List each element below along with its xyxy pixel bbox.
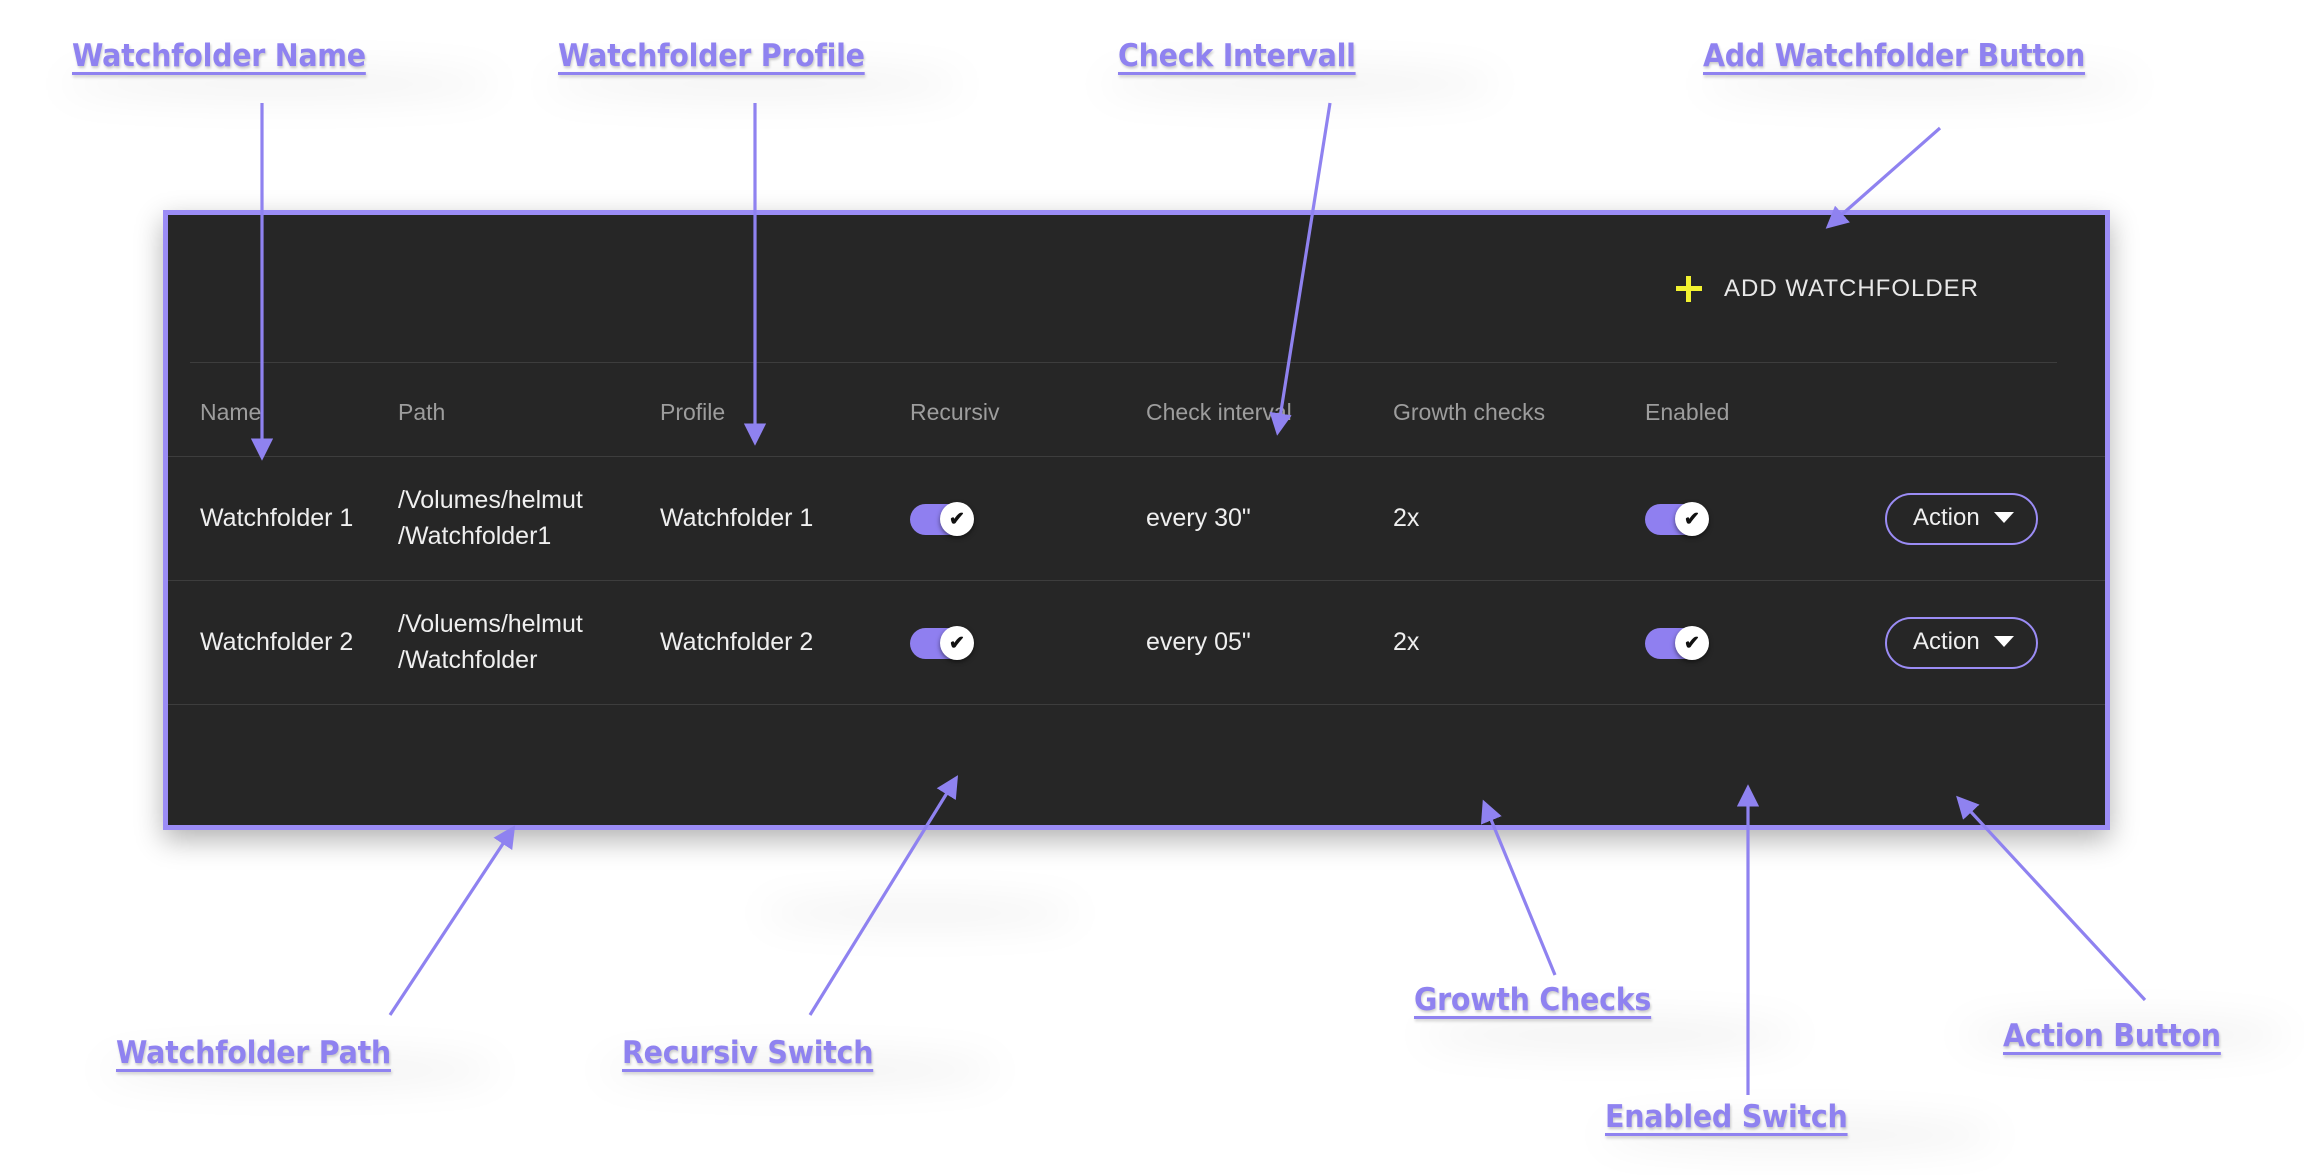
cell-enabled: ✔ bbox=[1645, 456, 1885, 581]
column-header-enabled: Enabled bbox=[1645, 363, 1885, 457]
cell-path: /Volumes/helmut /Watchfolder1 bbox=[398, 456, 660, 581]
cell-enabled: ✔ bbox=[1645, 580, 1885, 705]
annotation-watchfolder-name: Watchfolder Name bbox=[72, 38, 366, 74]
check-icon: ✔ bbox=[940, 502, 974, 537]
cell-profile: Watchfolder 2 bbox=[660, 580, 910, 705]
column-header-action bbox=[1885, 363, 2105, 457]
chevron-down-icon bbox=[1993, 636, 2014, 647]
background-blur-blob bbox=[1700, 70, 2140, 98]
cell-check-interval: every 05" bbox=[1146, 580, 1393, 705]
recursiv-switch[interactable]: ✔ bbox=[910, 626, 974, 661]
recursiv-switch[interactable]: ✔ bbox=[910, 502, 974, 537]
cell-recursiv: ✔ bbox=[910, 456, 1146, 581]
background-blur-blob bbox=[1600, 1120, 2000, 1150]
enabled-switch[interactable]: ✔ bbox=[1645, 626, 1709, 661]
action-button[interactable]: Action bbox=[1885, 492, 2038, 545]
column-header-profile: Profile bbox=[660, 363, 910, 457]
cell-name: Watchfolder 2 bbox=[168, 580, 398, 705]
chevron-down-icon bbox=[1993, 512, 2014, 523]
action-button[interactable]: Action bbox=[1885, 616, 2038, 669]
annotation-watchfolder-profile: Watchfolder Profile bbox=[558, 38, 865, 74]
watchfolder-panel: ADD WATCHFOLDER Name Path Profile Recurs… bbox=[163, 210, 2110, 830]
annotation-add-watchfolder-button: Add Watchfolder Button bbox=[1703, 38, 2086, 74]
cell-action: Action bbox=[1885, 580, 2105, 705]
cell-path: /Voluems/helmut /Watchfolder bbox=[398, 580, 660, 705]
table-header-row: Name Path Profile Recursiv Check interva… bbox=[168, 363, 2105, 457]
column-header-growth-checks: Growth checks bbox=[1393, 363, 1645, 457]
annotation-growth-checks: Growth Checks bbox=[1414, 982, 1652, 1018]
background-blur-blob bbox=[1100, 70, 1500, 98]
check-icon: ✔ bbox=[940, 626, 974, 661]
table-row: Watchfolder 1 /Volumes/helmut /Watchfold… bbox=[168, 456, 2105, 581]
background-blur-blob bbox=[1420, 1020, 1800, 1050]
enabled-switch[interactable]: ✔ bbox=[1645, 502, 1709, 537]
column-header-check-interval: Check interval bbox=[1146, 363, 1393, 457]
check-icon: ✔ bbox=[1675, 626, 1709, 661]
table-row: Watchfolder 2 /Voluems/helmut /Watchfold… bbox=[168, 580, 2105, 705]
cell-recursiv: ✔ bbox=[910, 580, 1146, 705]
panel-toolbar: ADD WATCHFOLDER bbox=[168, 215, 2105, 363]
cell-name: Watchfolder 1 bbox=[168, 456, 398, 581]
add-watchfolder-button[interactable]: ADD WATCHFOLDER bbox=[1666, 267, 1989, 311]
annotation-check-intervall: Check Intervall bbox=[1118, 38, 1356, 74]
cell-growth-checks: 2x bbox=[1393, 580, 1645, 705]
action-button-label: Action bbox=[1913, 503, 1980, 531]
table-header: Name Path Profile Recursiv Check interva… bbox=[168, 363, 2105, 457]
column-header-name: Name bbox=[168, 363, 398, 457]
background-blur-blob bbox=[1960, 1020, 2290, 1050]
column-header-path: Path bbox=[398, 363, 660, 457]
check-icon: ✔ bbox=[1675, 502, 1709, 537]
action-button-label: Action bbox=[1913, 627, 1980, 655]
cell-growth-checks: 2x bbox=[1393, 456, 1645, 581]
background-blur-blob bbox=[545, 70, 965, 98]
background-blur-blob bbox=[100, 1055, 500, 1085]
background-blur-blob bbox=[600, 1055, 1000, 1085]
plus-icon bbox=[1676, 276, 1702, 302]
add-watchfolder-label: ADD WATCHFOLDER bbox=[1724, 275, 1979, 302]
background-blur-blob bbox=[60, 70, 500, 98]
cell-check-interval: every 30" bbox=[1146, 456, 1393, 581]
cell-action: Action bbox=[1885, 456, 2105, 581]
table-body: Watchfolder 1 /Volumes/helmut /Watchfold… bbox=[168, 456, 2105, 705]
cell-profile: Watchfolder 1 bbox=[660, 456, 910, 581]
watchfolder-table: Name Path Profile Recursiv Check interva… bbox=[168, 363, 2105, 705]
background-blur-blob bbox=[760, 900, 1080, 926]
column-header-recursiv: Recursiv bbox=[910, 363, 1146, 457]
